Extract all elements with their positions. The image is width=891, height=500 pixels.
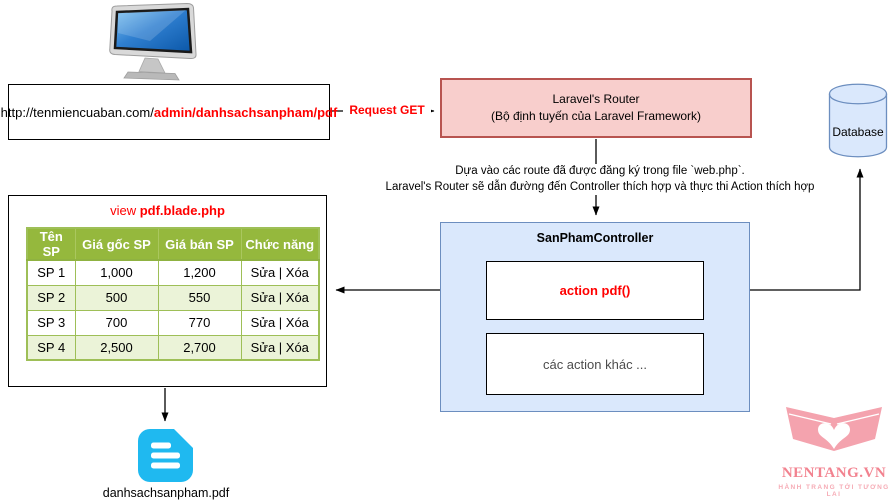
other-actions-label: các action khác ... bbox=[542, 356, 648, 372]
table-header-cell: Giá gốc SP bbox=[74, 227, 159, 261]
pdf-file-label: danhsachsanpham.pdf bbox=[102, 486, 230, 500]
view-title-file: pdf.blade.php bbox=[139, 203, 225, 218]
table-cell: 1,200 bbox=[157, 259, 242, 286]
view-title: view pdf.blade.php bbox=[9, 203, 326, 218]
action-pdf-box: action pdf() bbox=[486, 261, 704, 320]
table-cell: 700 bbox=[74, 309, 159, 336]
table-row: SP 1 1,000 1,200 Sửa | Xóa bbox=[26, 259, 320, 286]
table-cell: 1,000 bbox=[74, 259, 159, 286]
table-cell: SP 2 bbox=[26, 284, 76, 311]
table-cell: 2,500 bbox=[74, 334, 159, 361]
table-row: SP 4 2,500 2,700 Sửa | Xóa bbox=[26, 334, 320, 361]
routing-note-line-1: Dựa vào các route đã được đăng ký trong … bbox=[455, 165, 745, 177]
table-cell: Sửa | Xóa bbox=[240, 309, 320, 336]
url-domain-text: http://tenmiencuaban.com/ bbox=[0, 104, 154, 120]
table-cell: SP 4 bbox=[26, 334, 76, 361]
table-row: SP 2 500 550 Sửa | Xóa bbox=[26, 284, 320, 311]
pdf-file-icon bbox=[138, 427, 196, 482]
request-get-label: Request GET bbox=[343, 103, 431, 117]
table-cell: Sửa | Xóa bbox=[240, 259, 320, 286]
table-header-cell: Giá bán SP bbox=[157, 227, 242, 261]
laravels-router-box: Laravel's Router (Bộ định tuyến của Lara… bbox=[440, 78, 752, 138]
table-cell: Sửa | Xóa bbox=[240, 334, 320, 361]
arrow-controller-to-database bbox=[704, 168, 864, 291]
routing-note-line-2: Laravel's Router sẽ dẫn đường đến Contro… bbox=[385, 180, 815, 193]
sanpham-controller-box: SanPhamController action pdf() các actio… bbox=[440, 222, 750, 412]
product-table: Tên SP Giá gốc SP Giá bán SP Chức năng S… bbox=[26, 227, 320, 361]
router-title: Laravel's Router bbox=[552, 92, 640, 107]
table-header-cell: Tên SP bbox=[26, 227, 76, 261]
routing-note: Dựa vào các route đã được đăng ký trong … bbox=[368, 164, 832, 196]
logo-brand-text: NENTANG.VN bbox=[781, 465, 887, 481]
table-header-row: Tên SP Giá gốc SP Giá bán SP Chức năng bbox=[26, 227, 320, 261]
table-header-cell: Chức năng bbox=[240, 227, 320, 261]
other-actions-box: các action khác ... bbox=[486, 333, 704, 395]
nentang-logo: NENTANG.VN HÀNH TRANG TỚI TƯƠNG LAI bbox=[778, 406, 890, 498]
table-cell: SP 3 bbox=[26, 309, 76, 336]
url-route-text: admin/danhsachsanpham/pdf bbox=[153, 104, 338, 120]
view-box: view pdf.blade.php Tên SP Giá gốc SP Giá… bbox=[8, 195, 327, 387]
table-cell: Sửa | Xóa bbox=[240, 284, 320, 311]
url-box: http://tenmiencuaban.com/admin/danhsachs… bbox=[1, 84, 337, 140]
action-pdf-label: action pdf() bbox=[559, 283, 631, 298]
database-label: Database bbox=[832, 125, 884, 139]
table-cell: SP 1 bbox=[26, 259, 76, 286]
table-cell: 500 bbox=[74, 284, 159, 311]
table-cell: 770 bbox=[157, 309, 242, 336]
table-cell: 2,700 bbox=[157, 334, 242, 361]
router-subtitle: (Bộ định tuyến của Laravel Framework) bbox=[490, 109, 702, 123]
view-title-prefix: view bbox=[110, 203, 140, 218]
logo-tagline-text: HÀNH TRANG TỚI TƯƠNG LAI bbox=[778, 484, 890, 498]
controller-title: SanPhamController bbox=[536, 231, 654, 245]
logo-book-icon bbox=[786, 407, 882, 451]
table-cell: 550 bbox=[157, 284, 242, 311]
database-icon: Database bbox=[828, 83, 888, 158]
computer-monitor-icon bbox=[98, 2, 202, 83]
table-row: SP 3 700 770 Sửa | Xóa bbox=[26, 309, 320, 336]
